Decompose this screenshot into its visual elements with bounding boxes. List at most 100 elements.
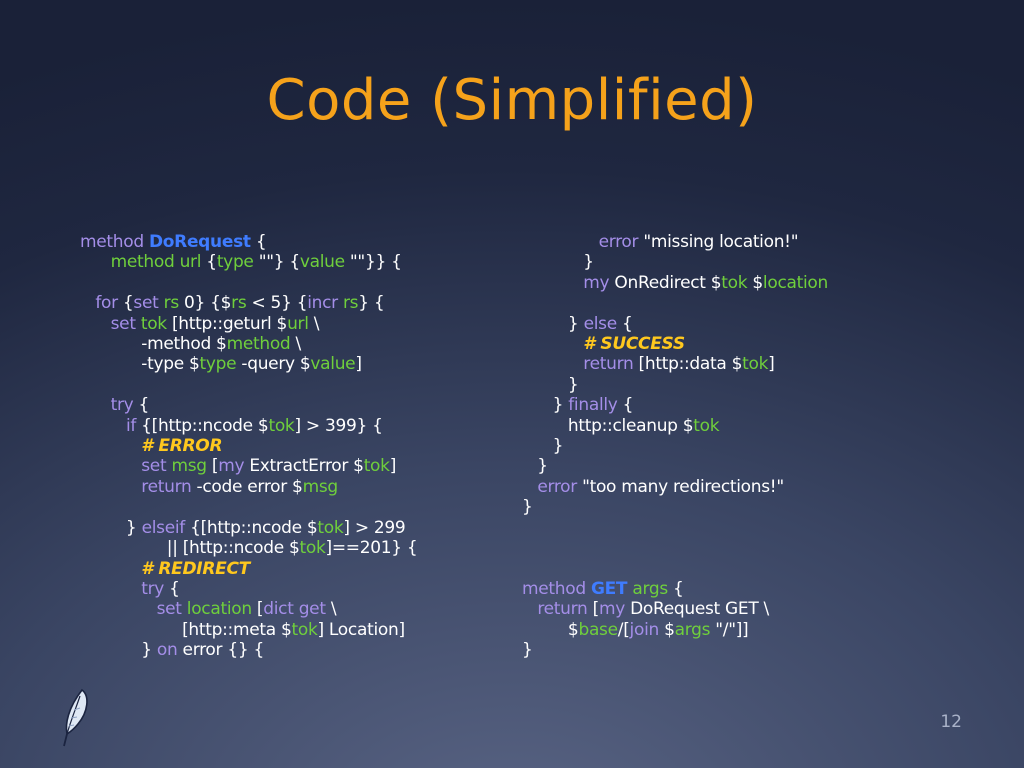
code-keyword: my: [218, 456, 245, 477]
code-text: {: [616, 313, 633, 334]
code-text: \: [290, 334, 302, 355]
code-text: [80, 314, 111, 334]
code-text: [: [206, 456, 219, 477]
code-comment: # ERROR: [141, 436, 223, 457]
code-text: \: [325, 599, 337, 620]
code-keyword: try: [141, 578, 165, 599]
code-text: {: [667, 578, 684, 599]
code-text: {: [117, 293, 134, 314]
code-text: [80, 293, 95, 313]
code-keyword: return: [583, 354, 634, 375]
code-text: [522, 232, 599, 252]
code-text: }: [522, 252, 594, 273]
code-variable: location: [762, 272, 828, 293]
code-variable: tok: [363, 456, 390, 477]
code-text: {: [206, 252, 217, 273]
code-variable: tok: [291, 619, 318, 640]
code-line: } finally {: [522, 395, 828, 415]
code-line: }: [522, 456, 828, 476]
code-text: $: [658, 619, 675, 640]
code-text: -query $: [236, 354, 311, 375]
code-variable: tok: [140, 313, 167, 334]
code-variable: tok: [299, 538, 326, 559]
code-text: }: [522, 456, 548, 477]
code-keyword: method: [80, 232, 149, 252]
code-line: for {set rs 0} {$rs < 5} {incr rs} {: [80, 293, 417, 313]
code-text: [80, 252, 111, 272]
code-variable: args: [632, 578, 668, 599]
code-keyword: try: [110, 395, 134, 416]
code-line: [80, 497, 417, 517]
code-line: error "too many redirections!": [522, 477, 828, 497]
code-text: ] Location]: [317, 619, 406, 640]
code-line: } on error {} {: [80, 640, 417, 660]
code-line: try {: [80, 395, 417, 415]
code-text: "too many redirections!": [576, 476, 784, 497]
code-line: [522, 293, 828, 313]
code-keyword: for: [95, 293, 118, 314]
code-line: http::cleanup $tok: [522, 416, 828, 436]
code-text: [522, 273, 583, 293]
code-line: return -code error $msg: [80, 477, 417, 497]
code-keyword: join: [629, 619, 660, 640]
code-variable: value: [299, 252, 345, 273]
code-line: }: [522, 375, 828, 395]
code-line: error "missing location!": [522, 232, 828, 252]
code-variable: location: [186, 599, 252, 620]
code-line: return [my DoRequest GET \: [522, 599, 828, 619]
code-text: ]: [768, 354, 775, 375]
code-text: [80, 477, 141, 497]
code-line: # SUCCESS: [522, 334, 828, 354]
code-text: [522, 477, 537, 497]
code-line: return [http::data $tok]: [522, 354, 828, 374]
code-line: set tok [http::geturl $url \: [80, 314, 417, 334]
code-keyword: set: [133, 293, 159, 314]
code-line: }: [522, 640, 828, 660]
code-text: $: [522, 619, 579, 640]
code-text: }: [80, 517, 142, 538]
code-comment: # SUCCESS: [583, 334, 685, 355]
code-text: [522, 354, 583, 374]
code-text: [80, 416, 126, 436]
code-text: $: [747, 272, 763, 293]
code-line: } elseif {[http::ncode $tok] > 299: [80, 518, 417, 538]
code-text: {: [250, 232, 267, 252]
code-variable: type: [199, 354, 237, 375]
code-line: $base/[join $args "/"]]: [522, 620, 828, 640]
code-text: "/"]]: [710, 619, 749, 640]
code-text: } {: [358, 293, 385, 314]
code-keyword: my: [598, 599, 625, 620]
code-text: }: [522, 640, 533, 661]
code-text: \: [308, 313, 320, 334]
code-variable: tok: [721, 272, 748, 293]
code-text: ]: [355, 354, 362, 375]
code-keyword: error: [537, 476, 577, 497]
code-variable: msg: [302, 476, 339, 497]
code-text: {[http::ncode $: [136, 415, 269, 436]
code-text: [522, 599, 537, 619]
code-variable: type: [216, 252, 254, 273]
code-keyword: my: [583, 272, 610, 293]
code-keyword: return: [141, 476, 192, 497]
code-text: < 5} {: [246, 293, 308, 314]
code-line: method GET args {: [522, 579, 828, 599]
code-text: -code error $: [191, 476, 303, 497]
code-line: try {: [80, 579, 417, 599]
code-line: # REDIRECT: [80, 559, 417, 579]
code-text: OnRedirect $: [609, 272, 722, 293]
code-text: }: [522, 395, 569, 416]
code-line: [80, 273, 417, 293]
code-line: }: [522, 252, 828, 272]
code-keyword: method: [522, 578, 586, 599]
code-variable: url: [287, 313, 309, 334]
code-text: [80, 599, 157, 619]
code-text: ] > 399} {: [294, 415, 383, 436]
code-text: }: [522, 313, 584, 334]
code-line: # ERROR: [80, 436, 417, 456]
feather-icon: [63, 688, 88, 747]
code-keyword: if: [125, 415, 137, 436]
code-line: || [http::ncode $tok]==201} {: [80, 538, 418, 559]
code-variable: value: [310, 354, 356, 375]
code-text: [: [251, 599, 264, 620]
code-text: [80, 559, 141, 579]
